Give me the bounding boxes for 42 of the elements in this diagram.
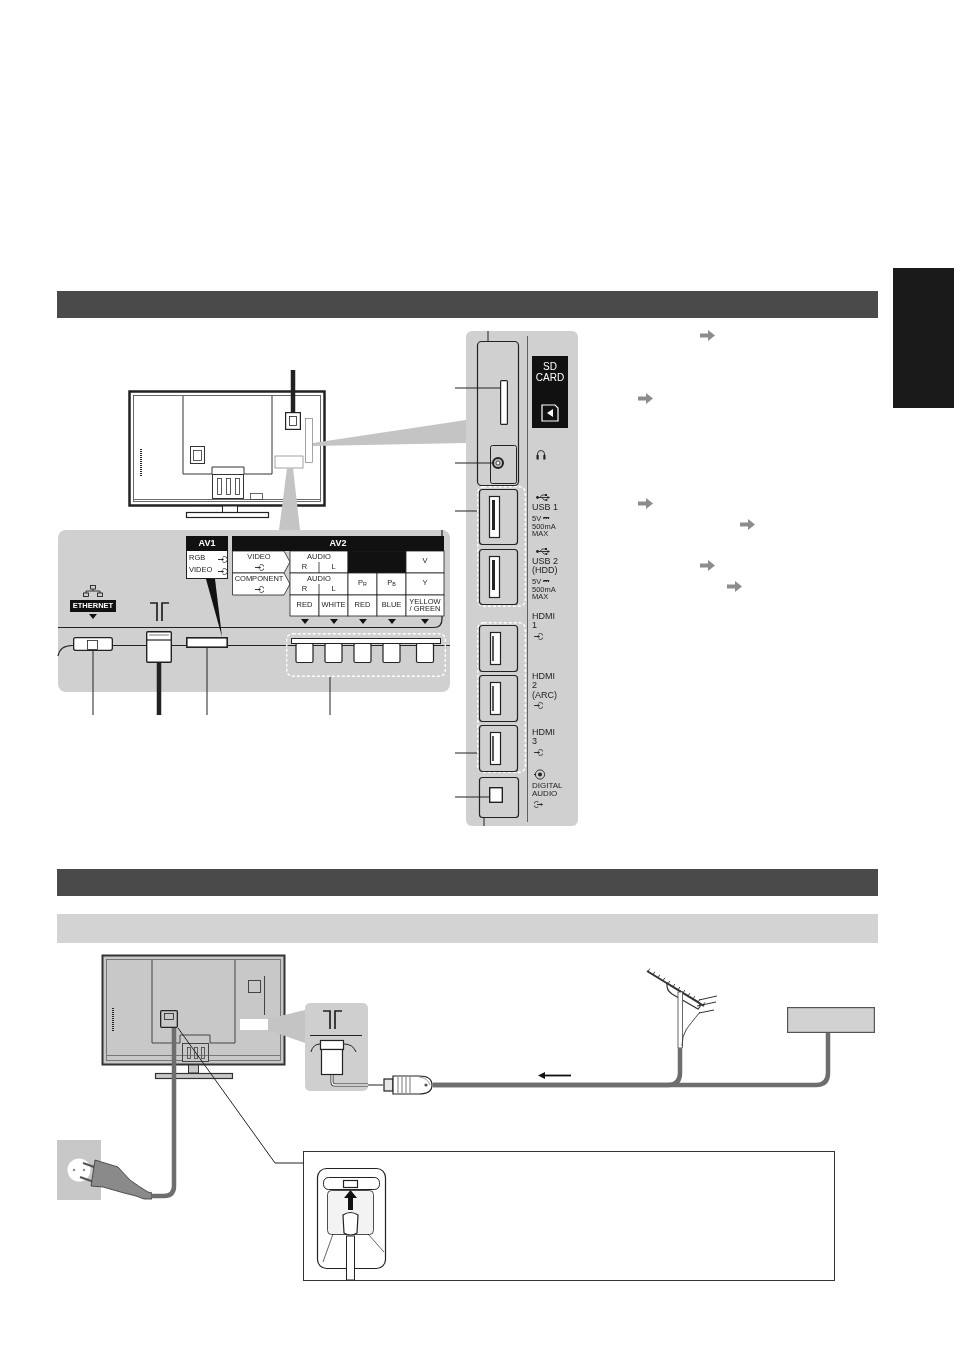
usb-port-group: [477, 486, 526, 607]
leader-line: [454, 462, 493, 464]
leader-line: [290, 370, 296, 412]
leader-line: [92, 650, 94, 716]
terminal-label: HDMI 2 (ARC): [532, 672, 558, 701]
terminal-heading: AV2: [232, 536, 444, 551]
wall-socket-with-plug: [57, 1140, 152, 1200]
scart-terminal: [186, 637, 228, 648]
rooftop-aerial: [645, 968, 720, 1048]
antenna-terminal-inset: [305, 1003, 368, 1091]
hdmi-port-group: [477, 622, 526, 773]
power-inlet: [160, 1010, 178, 1028]
terminal-label: USB 1: [532, 503, 559, 513]
magnifier-wedge: [313, 420, 466, 446]
cable: [433, 1033, 831, 1088]
leader-line: [454, 510, 478, 512]
inset-box: [303, 1151, 835, 1281]
leader-line: [329, 676, 331, 716]
terminal-label: USB 2 (HDD): [532, 557, 559, 576]
side-tab: [893, 268, 954, 408]
antenna-terminal: [146, 631, 172, 663]
sd-card-slot: [500, 380, 508, 425]
terminal-heading: AV1: [186, 536, 228, 551]
optical-audio-port: [489, 787, 503, 803]
headphone-jack: [492, 457, 504, 469]
device-box: [787, 1007, 875, 1033]
component-terminal-group: [286, 633, 446, 677]
port: [285, 412, 301, 430]
terminal-label: HDMI 3: [532, 728, 556, 747]
leader-line: [206, 647, 208, 716]
leader-line: [454, 387, 501, 389]
leader-line: [454, 796, 490, 798]
leader-line: [156, 663, 162, 715]
terminal-tag: SD CARD: [532, 356, 568, 400]
leader-line: [454, 752, 478, 754]
coaxial-plug: [383, 1075, 433, 1095]
cable: [367, 1084, 384, 1086]
magnifier-wedge: [279, 468, 300, 530]
ethernet-port: [73, 637, 113, 651]
leader-line: [177, 1027, 304, 1164]
terminal-label: DIGITAL AUDIO: [532, 782, 564, 798]
terminal-label: HDMI 1: [532, 612, 556, 631]
